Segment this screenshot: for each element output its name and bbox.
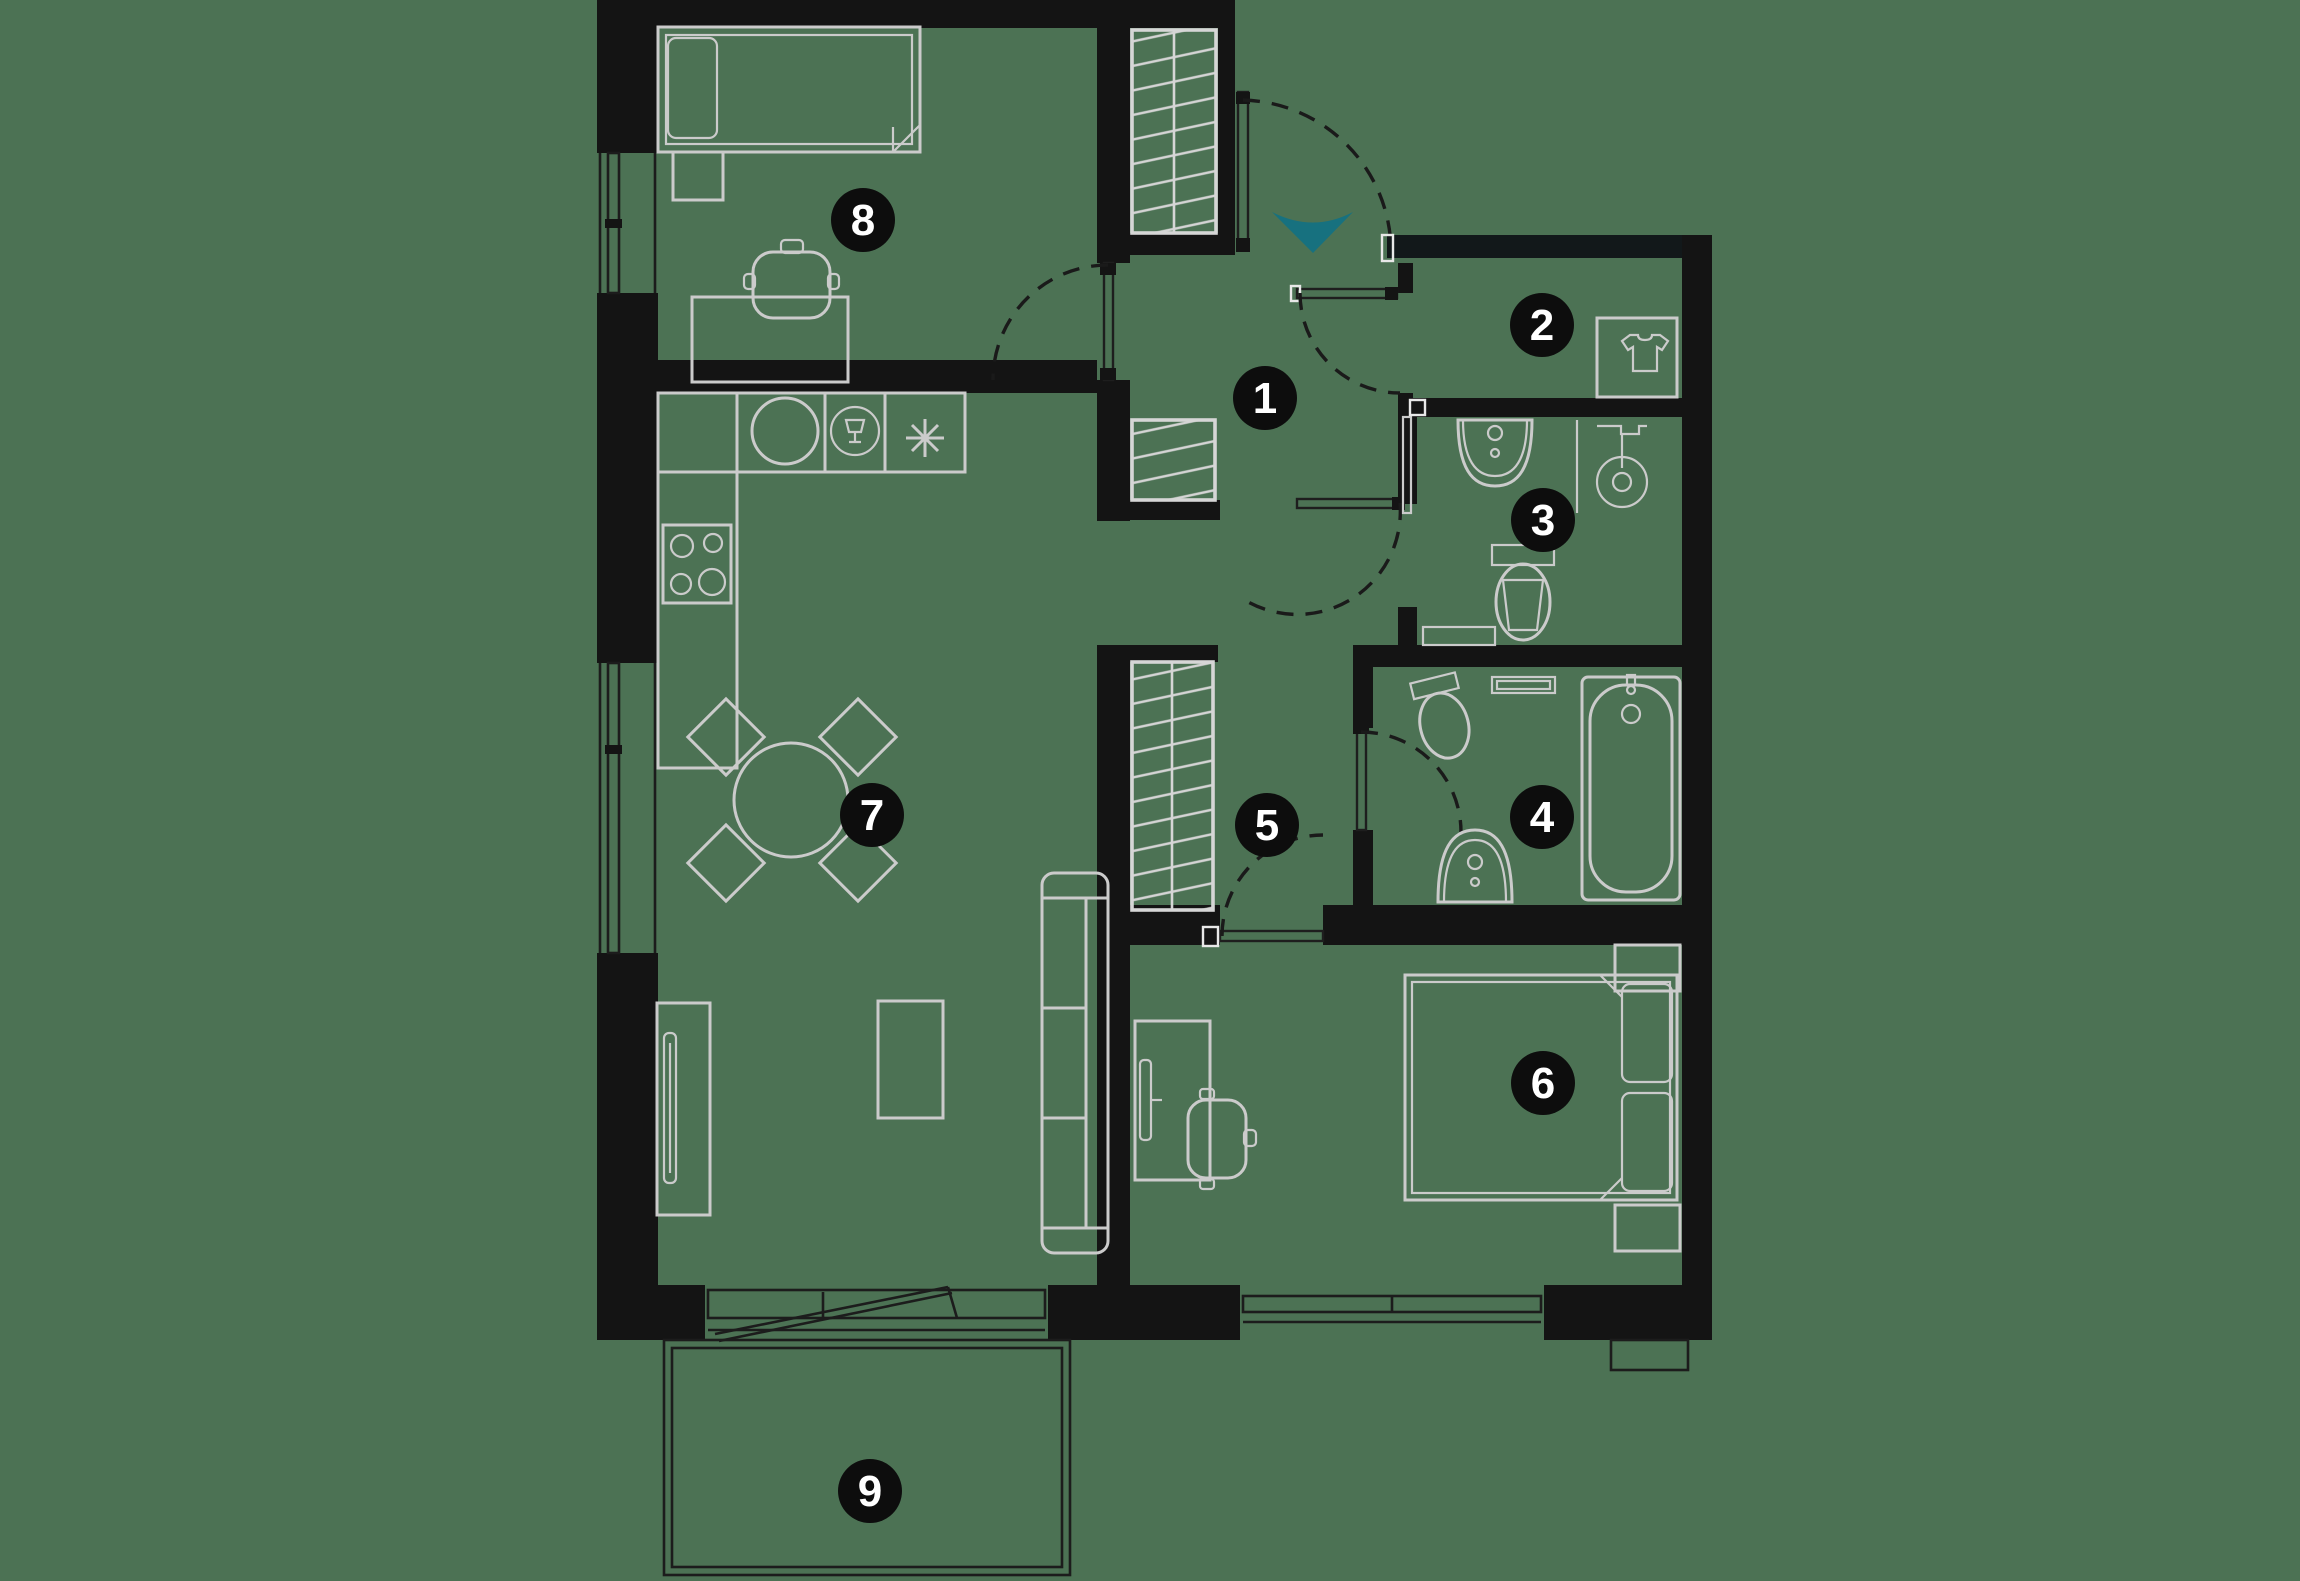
badge-label: 6 xyxy=(1531,1059,1555,1108)
laptop-icon xyxy=(1138,1058,1162,1142)
walls xyxy=(597,0,1712,1340)
single-bed-icon xyxy=(656,25,922,154)
tv-bench xyxy=(655,1001,712,1217)
kitchen-counter xyxy=(656,391,967,474)
entry-arrow-icon xyxy=(1272,212,1353,253)
pillow xyxy=(666,36,719,140)
window-living xyxy=(598,661,657,955)
window-bedroom xyxy=(1241,1294,1543,1324)
bathtub-icon xyxy=(1580,673,1682,902)
dishwasher-icon xyxy=(829,405,881,457)
nightstand xyxy=(671,150,725,202)
badge-label: 9 xyxy=(858,1467,882,1516)
double-bed-icon xyxy=(1403,973,1679,1202)
entrance-door-swing-arc xyxy=(1242,98,1393,249)
room8-furniture xyxy=(656,25,922,384)
toilet-icon xyxy=(1490,543,1556,642)
shirt-icon xyxy=(1620,333,1670,373)
desk xyxy=(690,295,850,384)
badge-room-4: 4 xyxy=(1510,785,1574,849)
kitchen-counter-leg xyxy=(656,470,739,770)
room4-fixtures xyxy=(1408,671,1682,904)
toilet-icon xyxy=(1408,671,1471,760)
kitchen-sink-icon xyxy=(750,396,820,466)
wardrobe-hall5 xyxy=(1130,660,1215,912)
dining-chair xyxy=(817,696,899,778)
bathroom-sink-icon xyxy=(1456,418,1534,488)
pillow xyxy=(1620,1091,1674,1193)
badge-label: 1 xyxy=(1253,374,1277,423)
door-room4 xyxy=(1353,722,1463,833)
badge-label: 7 xyxy=(860,791,884,840)
badge-label: 3 xyxy=(1531,496,1555,545)
dining-chair xyxy=(685,822,767,904)
balcony xyxy=(662,1338,1072,1577)
nightstand xyxy=(1613,943,1682,993)
pillow xyxy=(1620,982,1674,1084)
door-hall5 xyxy=(1239,497,1405,617)
tv-icon xyxy=(662,1031,678,1185)
badge-room-5: 5 xyxy=(1235,793,1299,857)
badge-room-1: 1 xyxy=(1233,366,1297,430)
towel-rail xyxy=(1490,675,1557,695)
badge-room-2: 2 xyxy=(1510,293,1574,357)
nightstand xyxy=(1613,1203,1682,1253)
door-room3 xyxy=(1401,398,1427,515)
door-room8 xyxy=(991,261,1116,382)
desk-chair-icon xyxy=(1186,1087,1258,1191)
entrance-door xyxy=(1236,90,1395,263)
badge-label: 8 xyxy=(851,196,875,245)
wardrobe-box xyxy=(1595,316,1679,399)
kitchen xyxy=(656,391,967,770)
badge-room-7: 7 xyxy=(840,783,904,847)
dining-chair xyxy=(685,696,767,778)
room2-wardrobe xyxy=(1595,316,1679,399)
door-room2 xyxy=(1289,284,1401,395)
balcony-door xyxy=(706,1285,1047,1343)
desk-chair-icon xyxy=(742,238,841,320)
badge-label: 4 xyxy=(1530,793,1555,842)
sofa-icon xyxy=(1040,871,1110,1255)
badge-room-3: 3 xyxy=(1511,488,1575,552)
exterior-unit xyxy=(1609,1338,1690,1372)
room6-furniture xyxy=(1133,943,1682,1253)
door-room6 xyxy=(1201,833,1325,948)
badge-room-8: 8 xyxy=(831,188,895,252)
tv-unit xyxy=(655,1001,712,1217)
badge-room-9: 9 xyxy=(838,1459,902,1523)
snowflake-icon xyxy=(906,419,944,457)
coffee-table xyxy=(876,999,945,1120)
shower-icon xyxy=(1595,424,1649,509)
badge-label: 2 xyxy=(1530,301,1554,350)
wardrobe-hall-lower xyxy=(1130,418,1217,502)
low-cabinet xyxy=(1421,625,1497,647)
room-badges: 1 2 3 4 5 6 7 8 xyxy=(831,188,1575,1523)
room3-fixtures xyxy=(1421,418,1649,647)
window-room8 xyxy=(598,151,657,295)
badge-room-6: 6 xyxy=(1511,1051,1575,1115)
badge-label: 5 xyxy=(1255,801,1279,850)
wardrobe-hall-upper xyxy=(1130,28,1218,235)
stove-icon xyxy=(661,523,733,605)
bathroom-sink-icon xyxy=(1436,828,1514,904)
